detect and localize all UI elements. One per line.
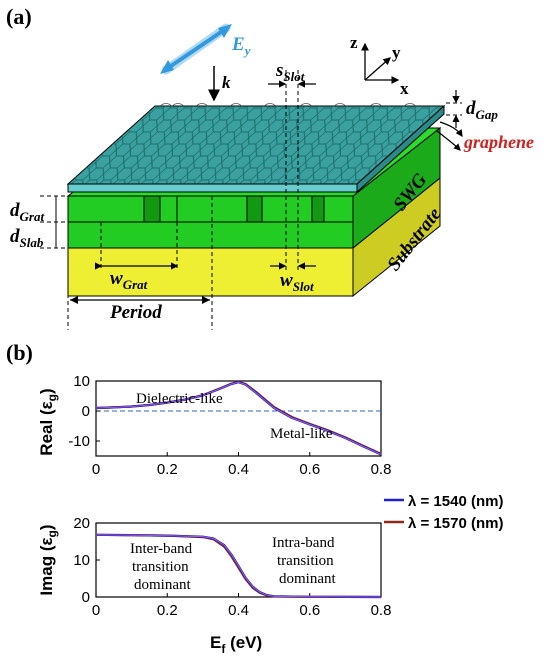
x-tick-label: 0.8 xyxy=(371,602,392,619)
w-grat-label: wGrat xyxy=(110,268,148,292)
graphene-pointer-2 xyxy=(435,129,461,151)
w-slot-label: wSlot xyxy=(280,270,314,294)
x-tick-label: 0 xyxy=(92,602,100,619)
metal-like-annotation: Metal-like xyxy=(270,426,333,442)
graphene-label: graphene xyxy=(463,132,534,152)
y-tick-label: 0 xyxy=(82,403,90,420)
inter-band-annotation-3: dominant xyxy=(134,577,191,593)
grating-tooth xyxy=(159,195,178,223)
x-tick-label: 0.8 xyxy=(371,461,392,478)
ef-xlabel: Ef (eV) xyxy=(210,633,262,656)
legend: λ = 1540 (nm) λ = 1570 (nm) xyxy=(384,493,503,532)
panel-a-label: (a) xyxy=(6,4,32,29)
y-tick-label: -10 xyxy=(68,433,90,450)
imag-permittivity-chart: 0 0.2 0.4 0.6 0.8 20 10 0 xyxy=(73,515,391,619)
s-slot-label: sSlot xyxy=(275,60,305,84)
inter-band-annotation-2: transition xyxy=(132,559,189,575)
axis-y-label: y xyxy=(392,43,401,62)
intra-band-annotation-1: Intra-band xyxy=(272,535,335,551)
inter-band-annotation-1: Inter-band xyxy=(130,541,193,557)
grating-slot xyxy=(246,195,263,223)
ey-polarization-arrow xyxy=(160,23,232,75)
y-tick-label: 0 xyxy=(82,589,90,606)
grating-slot xyxy=(143,195,161,223)
x-tick-label: 0.2 xyxy=(157,602,178,619)
swg-slab-front xyxy=(67,221,354,249)
intra-band-annotation-3: dominant xyxy=(279,571,336,587)
d-slab-label: dSlab xyxy=(10,226,44,250)
graphene-edge-front xyxy=(67,183,358,193)
grating-slot xyxy=(311,195,325,223)
axis-x-label: x xyxy=(400,79,409,98)
x-tick-label: 0 xyxy=(92,461,100,478)
y-tick-label: 10 xyxy=(73,552,90,569)
graphene-ripples xyxy=(159,103,417,107)
axis-triad xyxy=(361,42,400,84)
x-tick-label: 0.6 xyxy=(299,602,320,619)
series-highlight xyxy=(95,381,382,455)
graphene-edge-side xyxy=(356,104,445,194)
x-tick-label: 0.2 xyxy=(157,461,178,478)
grating-tooth xyxy=(67,195,145,223)
period-label: Period xyxy=(109,302,162,323)
y-tick-label: 10 xyxy=(73,373,90,390)
series-highlight xyxy=(95,534,382,598)
graphene-hex-lattice xyxy=(68,106,444,184)
d-gap-label: dGap xyxy=(466,98,498,122)
imag-ylabel: Imag (εg) xyxy=(37,524,59,595)
d-grat-label: dGrat xyxy=(10,200,44,224)
dielectric-like-annotation: Dielectric-like xyxy=(136,391,223,407)
panel-b-label: (b) xyxy=(6,340,33,365)
axis-z-label: z xyxy=(350,33,358,52)
graphene-pointer-1 xyxy=(439,121,463,137)
k-label: k xyxy=(222,73,231,92)
y-tick-label: 20 xyxy=(73,515,90,532)
grating-tooth xyxy=(323,195,354,223)
ey-label: Ey xyxy=(231,34,251,58)
grating-tooth xyxy=(261,195,313,223)
legend-label-1540: λ = 1540 (nm) xyxy=(408,493,503,510)
legend-label-1570: λ = 1570 (nm) xyxy=(408,515,503,532)
x-tick-label: 0.4 xyxy=(228,461,249,478)
substrate-front xyxy=(67,247,354,297)
x-tick-label: 0.4 xyxy=(228,602,249,619)
intra-band-annotation-2: transition xyxy=(277,553,334,569)
device-schematic: Ey k sSlot z y x dGap graphene SWG Subst… xyxy=(10,23,534,330)
real-ylabel: Real (εg) xyxy=(37,388,59,455)
x-tick-label: 0.6 xyxy=(299,461,320,478)
